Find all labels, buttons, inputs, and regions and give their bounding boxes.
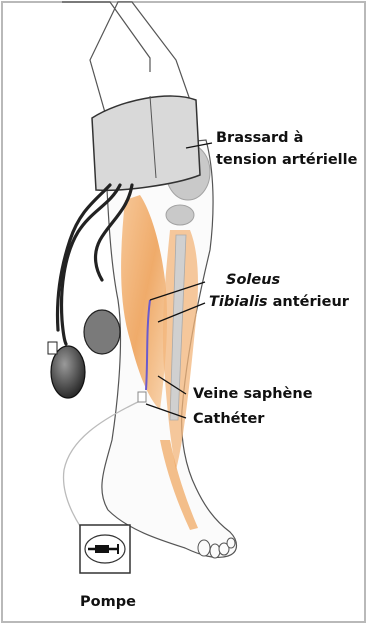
veine-label: Veine saphène bbox=[193, 384, 313, 404]
secondary-bulb bbox=[84, 310, 120, 354]
pompe-label: Pompe bbox=[80, 592, 136, 612]
blood-pressure-cuff-icon bbox=[92, 96, 200, 190]
brassard-label-line2: tension artérielle bbox=[216, 150, 357, 170]
tibialis-italic-text: Tibialis bbox=[209, 294, 268, 310]
tibialis-rest-text: antérieur bbox=[268, 294, 349, 310]
syringe-pump-icon bbox=[80, 525, 130, 573]
catheter-label: Cathéter bbox=[193, 409, 264, 429]
soleus-label: Soleus bbox=[226, 270, 280, 290]
tibialis-label: Tibialis antérieur bbox=[209, 292, 349, 312]
brassard-label-line1: Brassard à bbox=[216, 128, 303, 148]
